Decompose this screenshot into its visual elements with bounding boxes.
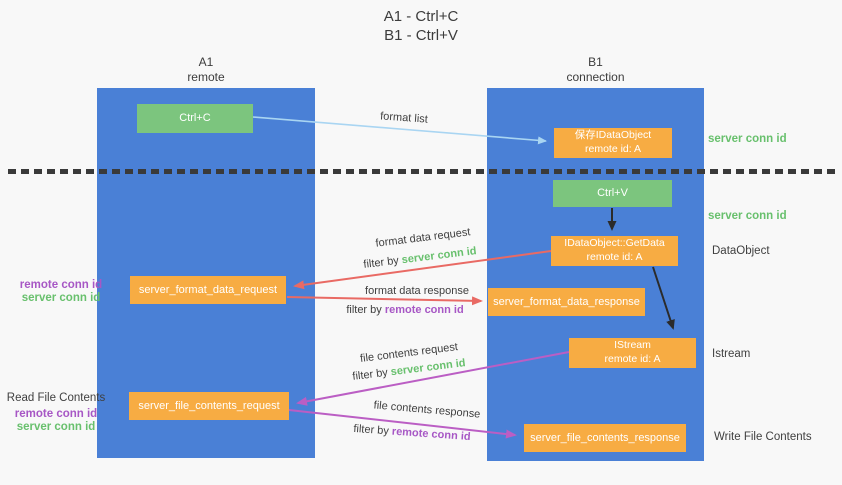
lane-b1-role: connection — [566, 70, 625, 84]
node-server-format-data-request: server_format_data_request — [130, 276, 286, 304]
diagram-title: A1 - Ctrl+C B1 - Ctrl+V — [0, 8, 842, 46]
lane-a1-role: remote — [187, 70, 225, 84]
flow-label-format-list: format list — [379, 110, 429, 126]
flow-label-format-data-response: format data response — [365, 285, 469, 297]
node-ctrl-c: Ctrl+C — [137, 104, 253, 133]
node-file-response-label: server_file_contents_response — [530, 431, 680, 444]
filter-remote-conn-id-2: remote conn id — [391, 425, 471, 444]
arrow-format-data-response — [286, 296, 483, 306]
node-istream-line2: remote id: A — [604, 353, 661, 365]
title-line-2: B1 - Ctrl+V — [384, 26, 458, 44]
annotation-dataobject: DataObject — [712, 245, 770, 257]
annotation-remote-conn-id-1: remote conn id — [19, 279, 103, 291]
lane-a1-name: A1 — [198, 55, 214, 69]
node-ctrl-v: Ctrl+V — [553, 180, 672, 207]
node-save-idataobject: 保存IDataObject remote id: A — [554, 128, 672, 158]
title-line-1: A1 - Ctrl+C — [383, 8, 459, 25]
node-server-file-contents-response: server_file_contents_response — [524, 424, 686, 452]
node-save-idataobject-line1: 保存IDataObject — [574, 129, 652, 142]
annotation-read-file-contents: Read File Contents — [6, 392, 106, 404]
flow-label-filter-format-response: filter by remote conn id — [305, 304, 505, 316]
node-istream-line1: IStream — [614, 339, 651, 352]
node-save-idataobject-line2: remote id: A — [584, 143, 642, 155]
node-istream: IStream remote id: A — [569, 338, 696, 368]
filter-by-prefix-2: filter by — [346, 304, 385, 316]
node-format-request-label: server_format_data_request — [138, 283, 278, 296]
annotation-istream: Istream — [712, 348, 751, 360]
filter-server-conn-id-2: server conn id — [390, 357, 467, 379]
annotation-server-conn-id-left-2: server conn id — [16, 421, 96, 434]
annotation-server-conn-id-mid: server conn id — [708, 210, 787, 222]
phase-divider-dashed-line — [8, 169, 835, 174]
annotation-remote-conn-id-2: remote conn id — [14, 408, 98, 421]
node-ctrl-c-label: Ctrl+C — [179, 112, 211, 125]
annotation-format-request-conn-ids: remote conn id server conn id — [6, 279, 116, 305]
filter-by-prefix-4: filter by — [353, 422, 393, 438]
lane-header-a1: A1 remote — [97, 55, 315, 85]
flow-label-filter-file-response: filter by remote conn id — [312, 420, 512, 446]
annotation-server-conn-id-left-1: server conn id — [21, 292, 101, 305]
filter-by-prefix-3: filter by — [351, 366, 392, 383]
annotation-server-conn-id-top: server conn id — [708, 133, 787, 145]
node-getdata-line2: remote id: A — [586, 251, 643, 263]
node-server-format-data-response: server_format_data_response — [488, 288, 645, 316]
annotation-write-file-contents: Write File Contents — [714, 431, 812, 443]
node-getdata-line1: IDataObject::GetData — [564, 237, 665, 250]
node-ctrl-v-label: Ctrl+V — [597, 187, 628, 200]
node-idataobject-getdata: IDataObject::GetData remote id: A — [551, 236, 678, 266]
lane-b1-name: B1 — [588, 55, 603, 69]
node-format-response-label: server_format_data_response — [493, 295, 640, 308]
lane-header-b1: B1 connection — [487, 55, 704, 85]
filter-server-conn-id-1: server conn id — [401, 245, 478, 267]
annotation-file-request-conn-ids: Read File Contents remote conn id server… — [0, 392, 112, 435]
node-file-request-label: server_file_contents_request — [138, 399, 280, 412]
filter-by-prefix-1: filter by — [362, 254, 403, 271]
filter-remote-conn-id-1: remote conn id — [384, 304, 464, 316]
node-server-file-contents-request: server_file_contents_request — [129, 392, 289, 420]
